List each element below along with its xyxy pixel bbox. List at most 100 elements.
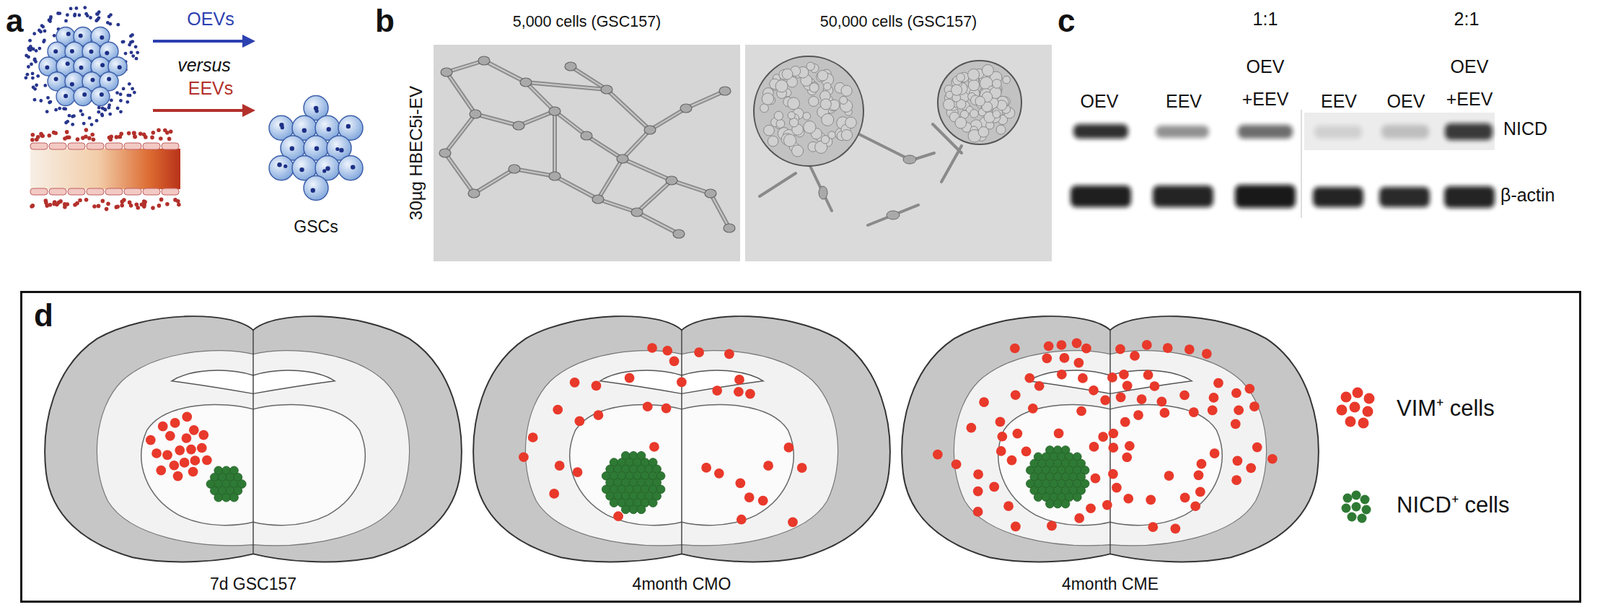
vim-cell-dot (613, 510, 624, 521)
cell-body (520, 77, 532, 87)
vim-cell-dot (744, 491, 755, 503)
vim-cell-dot (1207, 405, 1218, 416)
vesicle-dot (26, 64, 31, 69)
sphere-cell (956, 72, 966, 82)
cell-network (598, 158, 623, 200)
sphere-cell (978, 126, 989, 138)
vesicle-dot (36, 134, 41, 140)
brain-section: 4month CMO (468, 310, 895, 598)
cell-network (598, 158, 623, 200)
arrow-line (152, 39, 244, 43)
vesicle-dot (67, 135, 72, 140)
panel-letter: a (5, 2, 38, 40)
vesicle-dot (119, 203, 125, 208)
vim-cell-dot (198, 429, 209, 441)
nicd-cell-dot (1045, 499, 1055, 508)
vesicle-dot (25, 72, 30, 77)
sphere-cell (761, 93, 774, 105)
vesicle-dot (168, 129, 174, 135)
legend-item: VIM⁺ cells (1331, 385, 1495, 432)
cell-network (586, 135, 623, 159)
vesicle-dot (38, 132, 44, 137)
label-anchor: OEV +EEV (1236, 50, 1295, 116)
sphere-cell (817, 69, 829, 81)
nicd-cell-dot (609, 498, 619, 508)
spindle-cell (853, 131, 912, 161)
legend-dot (1360, 494, 1370, 505)
cell-body (548, 171, 561, 181)
vim-cell-dot (1003, 500, 1014, 511)
vesicle-dot (119, 132, 124, 137)
vesicle-dot (134, 201, 140, 207)
vesicle-dot (69, 7, 73, 11)
cell-body (468, 188, 480, 198)
vesicle-dot (130, 87, 135, 91)
cell-vesicle (89, 49, 94, 55)
vim-cell-dot (554, 460, 565, 471)
vim-cell-dot (1076, 406, 1087, 417)
vim-cell-dot (1249, 401, 1260, 412)
sphere-cell (789, 118, 798, 127)
cell-network (514, 168, 555, 177)
label-text: EEV (1310, 85, 1368, 118)
node-caption: 7d GSC157 (40, 574, 467, 593)
vim-cell-dot (932, 449, 943, 460)
cell-vesicle (350, 164, 355, 169)
vim-cell-dot (973, 486, 984, 497)
stem-cell (303, 175, 329, 200)
vesicle-dot (120, 199, 125, 205)
label-anchor: c (1057, 2, 1090, 40)
vesicle-dot (62, 136, 68, 141)
cell-body (478, 56, 490, 65)
vesicle-dot (97, 106, 101, 110)
vesicle-dot (52, 33, 57, 38)
vesicle-dot (165, 201, 170, 207)
label-anchor: OEV (1070, 85, 1129, 118)
vesicle-dot (79, 108, 83, 113)
endothelial-cell (67, 188, 86, 195)
blot-band (1379, 186, 1430, 208)
vesicle-dot (121, 87, 126, 91)
endothelial-cell (49, 142, 67, 150)
vesicle-dot (24, 54, 29, 58)
cell-network (552, 111, 557, 177)
cell-body (592, 194, 604, 204)
vesicle-dot (90, 122, 94, 127)
cell-network (446, 72, 476, 114)
sphere-cell (970, 109, 979, 119)
brain-midline (680, 329, 682, 554)
label-anchor: versus (168, 54, 241, 76)
spindle-cell (759, 173, 796, 197)
cell-body (616, 154, 629, 164)
vesicle-dot (88, 15, 93, 20)
vesicle-dot (24, 75, 29, 80)
legend-dot (1358, 417, 1370, 429)
endothelial-cell (105, 142, 123, 150)
panel-letter: c (1057, 2, 1090, 40)
vesicle-dot (103, 108, 108, 112)
vesicle-dot (43, 83, 47, 88)
nicd-cell-dot (222, 492, 231, 502)
vesicle-dot (34, 49, 39, 53)
sphere-cell (981, 64, 994, 77)
vim-cell-dot (662, 345, 673, 356)
sphere-cell (968, 68, 980, 81)
vesicle-dot (75, 137, 81, 142)
endothelial-cell (86, 188, 104, 195)
tumour-sphere (937, 60, 1022, 145)
cell-network (636, 180, 672, 213)
vesicle-dot (38, 46, 42, 51)
vim-cell-dot (701, 462, 712, 473)
cell-body (719, 86, 731, 96)
cell-network (598, 199, 637, 213)
blot-band (1073, 124, 1129, 139)
cell-body (469, 109, 482, 119)
vim-cell-dot (693, 346, 705, 358)
vim-cell-dot (1267, 453, 1278, 464)
cell-vesicle (346, 124, 351, 129)
vim-cell-dot (1188, 406, 1199, 417)
vim-cell-dot (1124, 440, 1135, 451)
cell-body (564, 62, 577, 71)
vesicle-dot (38, 98, 43, 103)
vim-cell-dot (162, 450, 173, 461)
